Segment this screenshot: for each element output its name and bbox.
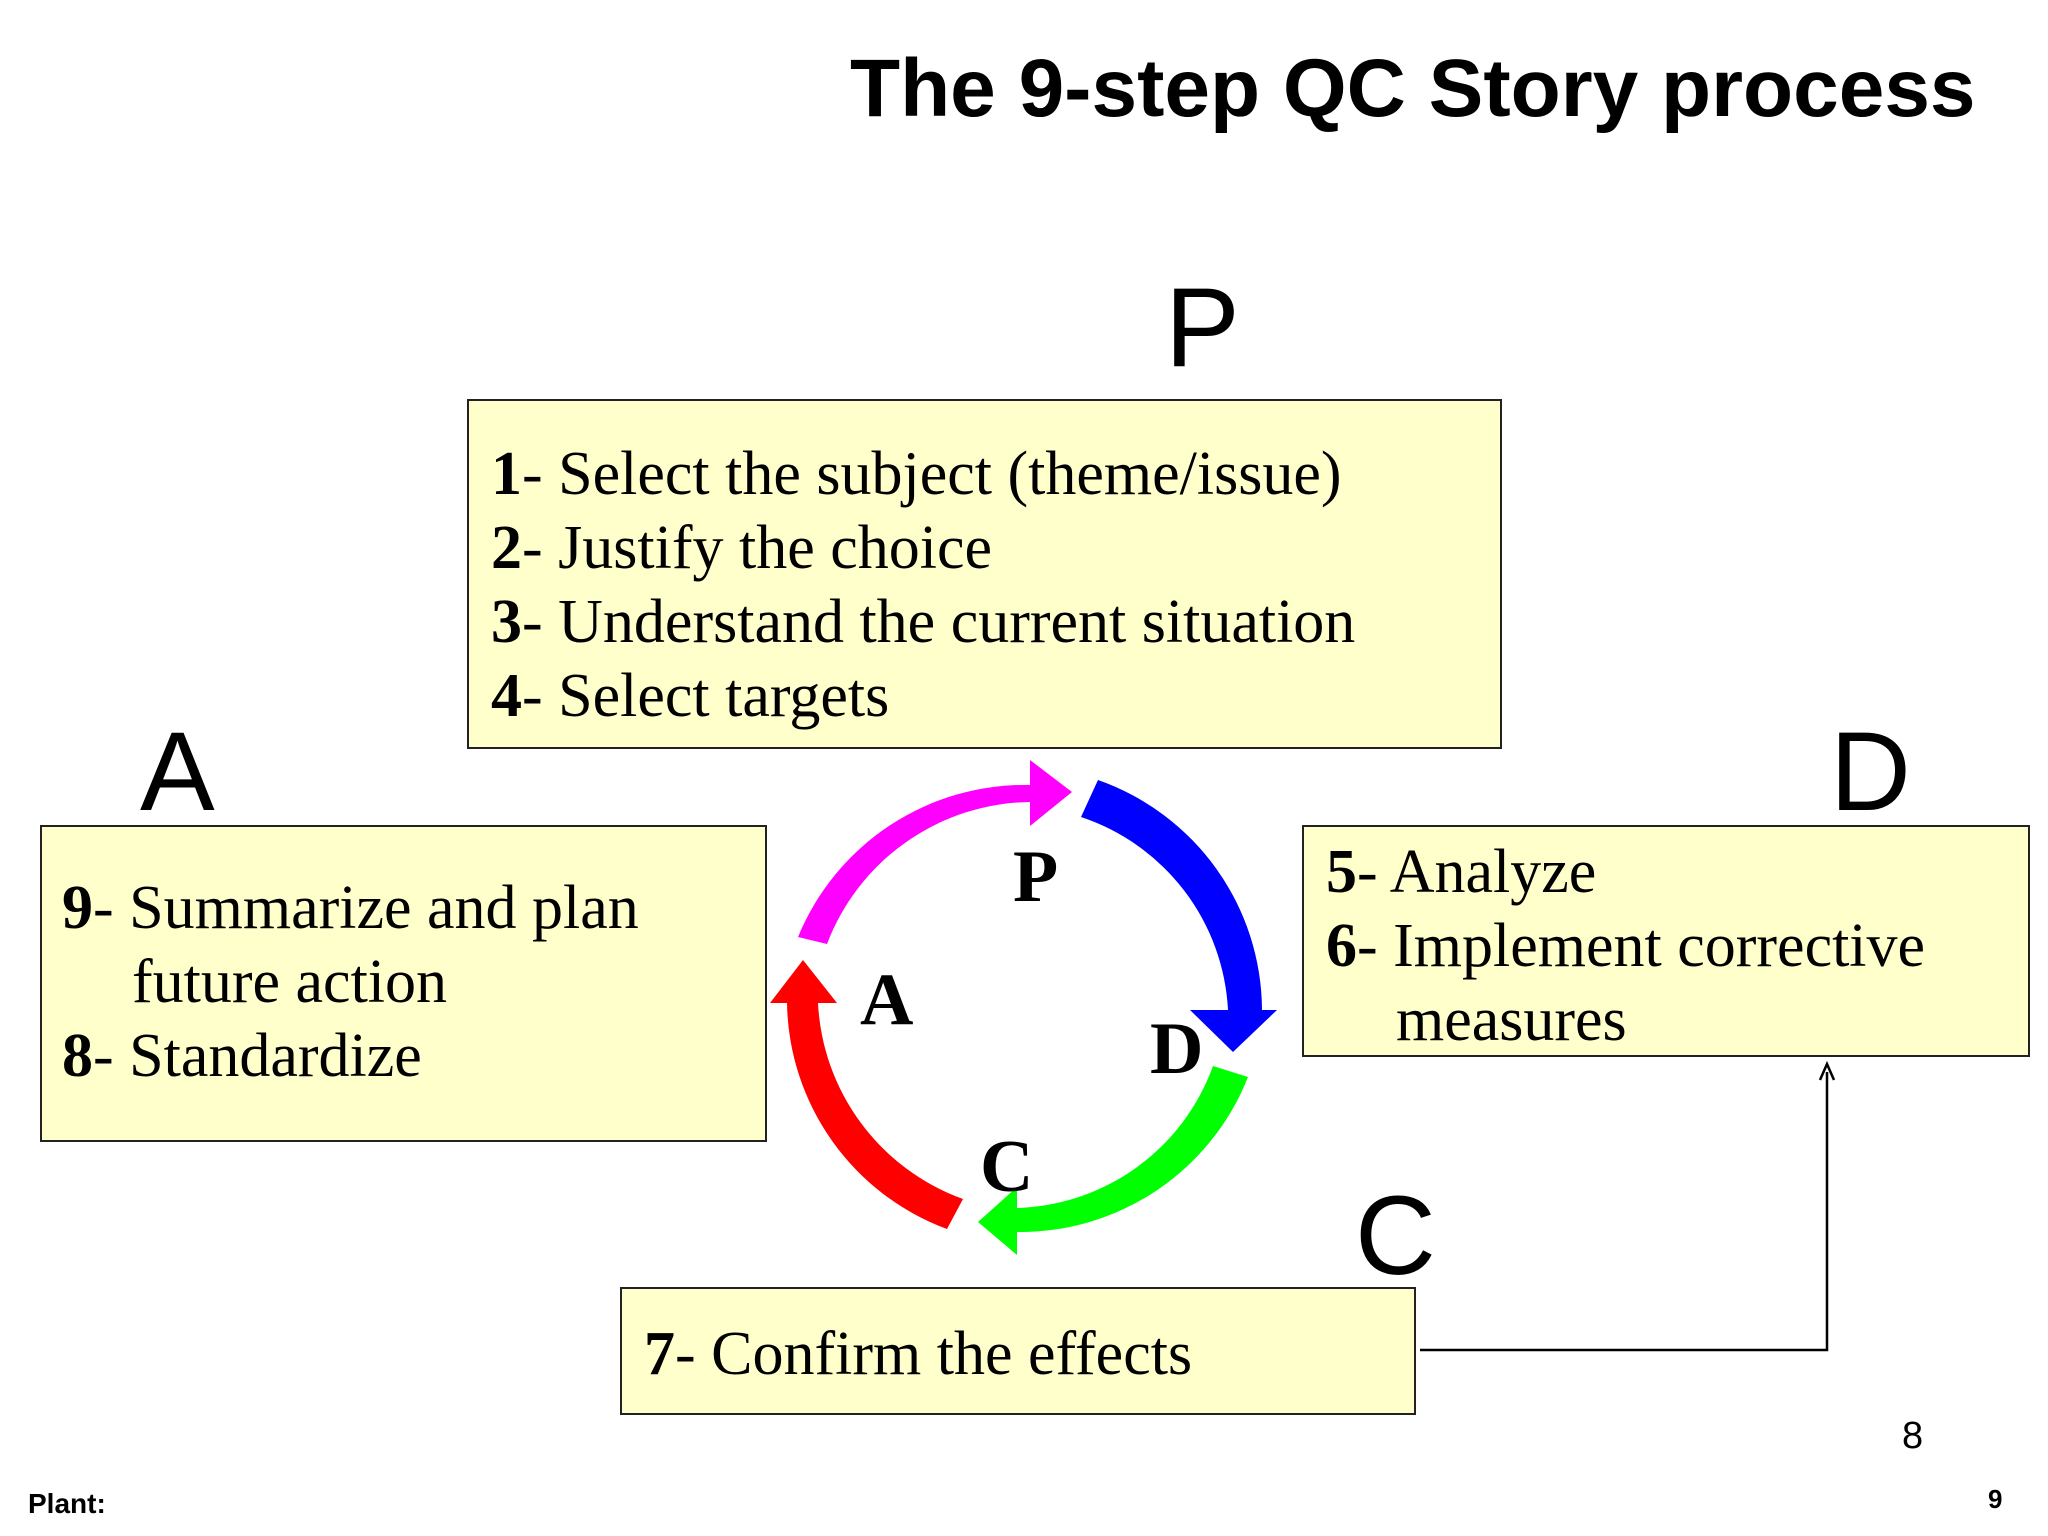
do-steps-box: 5- Analyze 6- Implement corrective measu… [1302, 825, 2030, 1057]
step-item: 5- Analyze [1326, 838, 1597, 906]
check-arrow [978, 1066, 1248, 1255]
phase-label-p: P [1165, 265, 1240, 390]
step-item: 4- Select targets [491, 662, 890, 730]
plant-label: Plant: [28, 1488, 106, 1519]
feedback-arrowhead [1818, 1060, 1836, 1081]
wheel-label-p: P [1013, 836, 1059, 918]
phase-label-d: D [1830, 709, 1911, 834]
step-item: 2- Justify the choice [491, 514, 993, 582]
wheel-label-a: A [860, 959, 914, 1041]
step-item: 6- Implement corrective [1326, 912, 1926, 980]
step-item: 9- Summarize and plan [62, 874, 639, 942]
plan-arrow [798, 760, 1072, 944]
step-item: 8- Standardize [62, 1022, 422, 1090]
feedback-connector [1420, 1072, 1829, 1352]
plan-steps-box: 1- Select the subject (theme/issue) 2- J… [467, 399, 1502, 749]
act-arrow [770, 960, 963, 1229]
page-number: 8 [1902, 1415, 1924, 1457]
step-item-continuation: future action [132, 948, 448, 1016]
page-title: The 9-step QC Story process [850, 43, 1976, 134]
step-item: 3- Understand the current situation [491, 588, 1356, 656]
do-arrow [1081, 780, 1277, 1052]
wheel-label-d: D [1150, 1008, 1204, 1090]
act-steps-box: 9- Summarize and plan future action 8- S… [40, 825, 767, 1142]
wheel-label-c: C [980, 1126, 1034, 1208]
check-steps-box: 7- Confirm the effects [620, 1287, 1416, 1415]
phase-label-c: C [1355, 1173, 1436, 1298]
step-item: 7- Confirm the effects [644, 1320, 1193, 1388]
step-item: 1- Select the subject (theme/issue) [491, 440, 1342, 508]
step-item-continuation: measures [1396, 986, 1627, 1054]
phase-label-a: A [140, 709, 215, 834]
slide-number: 9 [1988, 1484, 2003, 1514]
